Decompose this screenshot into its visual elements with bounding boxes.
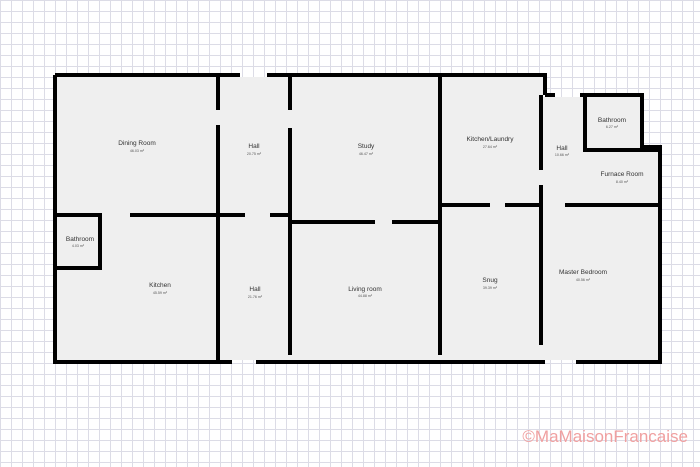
watermark: ©MaMaisonFrancaise [522, 427, 688, 446]
floors [57, 77, 658, 360]
room-name: Kitchen/Laundry [467, 136, 515, 143]
room-area: 44.88 m² [358, 294, 373, 298]
room-name: Kitchen [149, 282, 171, 289]
walls [53, 73, 662, 364]
room-name: Bathroom [66, 236, 94, 243]
room-area: 21.76 m² [248, 295, 263, 299]
room-name: Hall [248, 143, 260, 150]
room-area: 8.40 m² [616, 180, 629, 184]
room-name: Living room [348, 286, 382, 293]
room-area: 46.47 m² [359, 152, 374, 156]
room-area: 45.59 m² [153, 291, 168, 295]
room-area: 27.64 m² [483, 145, 498, 149]
room-name: Bathroom [598, 117, 626, 124]
room-name: Hall [249, 286, 261, 293]
room-area: 46.03 m² [130, 149, 145, 153]
room-area: 20.75 m² [247, 152, 262, 156]
room-area: 40.56 m² [576, 278, 591, 282]
room-name: Snug [482, 277, 498, 284]
room-name: Hall [556, 145, 568, 152]
room-name: Master Bedroom [559, 269, 607, 276]
room-area: 10.66 m² [555, 153, 570, 157]
room-name: Dining Room [118, 140, 156, 147]
room-name: Furnace Room [601, 171, 644, 178]
room-area: 39.39 m² [483, 286, 498, 290]
room-name: Study [358, 143, 375, 150]
room-labels: Dining Room 46.03 m² Hall 20.75 m² Study… [66, 117, 644, 299]
room-area: 4.03 m² [72, 244, 85, 248]
room-area: 6.27 m² [606, 125, 619, 129]
